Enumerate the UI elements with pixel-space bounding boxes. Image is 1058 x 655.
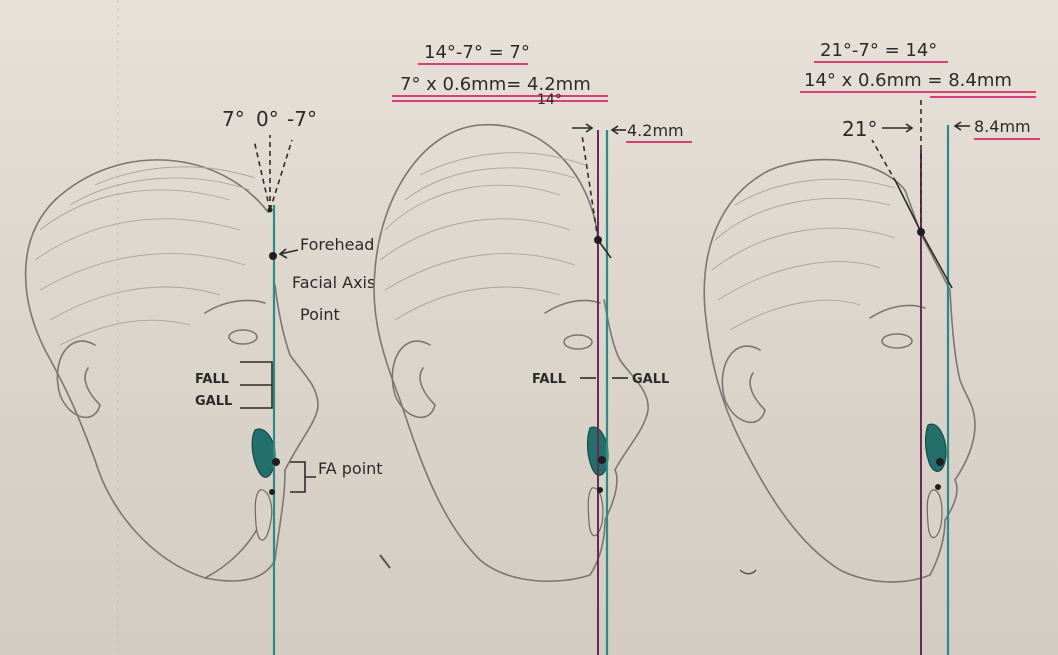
offset-label-2: 4.2mm: [627, 121, 684, 140]
ear-3: [722, 346, 765, 422]
angle-ray-right-1: [270, 140, 292, 210]
hair-strokes-1: [35, 167, 255, 345]
forehead-fa-point-2: [594, 236, 602, 244]
fa-point-bracket-1: [290, 462, 316, 492]
calc-line2-2: 7° x 0.6mm= 4.2mm: [400, 74, 591, 95]
angle-vertex-point-1: [268, 208, 273, 213]
gall-label-1: GALL: [195, 394, 232, 409]
panel-2: 14°-7° = 7° 7° x 0.6mm= 4.2mm 14° 4.2mm …: [374, 42, 692, 655]
eyebrow-1: [205, 300, 265, 313]
gall-label-2: GALL: [632, 372, 669, 387]
lower-fa-point-1: [269, 489, 275, 495]
forehead-label-line2: Facial Axis: [292, 273, 375, 292]
upper-fa-point-2: [598, 456, 606, 464]
eye-3: [882, 334, 912, 348]
lower-incisor-1: [255, 490, 271, 540]
stray-mark-2: [740, 570, 756, 574]
forehead-fa-point-1: [269, 252, 277, 260]
hair-strokes-2: [380, 153, 585, 320]
fa-point-label: FA point: [318, 459, 383, 478]
forehead-label-line1: Forehead: [300, 235, 374, 254]
lower-fa-point-2: [597, 487, 603, 493]
angle-label-7: 7°: [222, 107, 245, 131]
offset-label-3: 8.4mm: [974, 117, 1031, 136]
forehead-fa-point-3: [917, 228, 925, 236]
hair-strokes-3: [712, 179, 895, 330]
upper-incisor-1: [252, 429, 275, 477]
calc-line1-2: 14°-7° = 7°: [424, 42, 530, 63]
fall-label-1: FALL: [195, 372, 229, 387]
eyebrow-2: [545, 300, 600, 313]
lower-incisor-3: [927, 490, 942, 538]
fall-label-2: FALL: [532, 372, 566, 387]
angle-label-2: 14°: [537, 92, 562, 108]
ear-2: [392, 341, 435, 417]
stray-mark-1: [380, 555, 390, 568]
panel-1: 7° 0° -7° Forehead Facial Axis Point FAL…: [26, 107, 383, 655]
angle-label-3: 21°: [842, 117, 877, 141]
angle-ray-3: [872, 140, 896, 182]
panel-3: 21°-7° = 14° 14° x 0.6mm = 8.4mm 21° 8.4…: [704, 40, 1040, 655]
eyebrow-3: [870, 305, 925, 318]
eye-1: [229, 330, 257, 344]
fall-gall-bracket-1: [240, 362, 272, 408]
forehead-slope-upper-3: [896, 182, 921, 232]
upper-fa-point-3: [936, 458, 944, 466]
angle-label-neg7: -7°: [287, 107, 317, 131]
eye-2: [564, 335, 592, 349]
forehead-label-line3: Point: [300, 305, 340, 324]
jaw-1: [205, 520, 262, 578]
calc-line1-3: 21°-7° = 14°: [820, 40, 937, 61]
lower-incisor-2: [588, 488, 603, 536]
angle-label-0: 0°: [256, 107, 279, 131]
upper-fa-point-1: [272, 458, 280, 466]
lower-fa-point-3: [935, 484, 941, 490]
calc-line2-3: 14° x 0.6mm = 8.4mm: [804, 70, 1012, 91]
ear-1: [57, 341, 100, 417]
